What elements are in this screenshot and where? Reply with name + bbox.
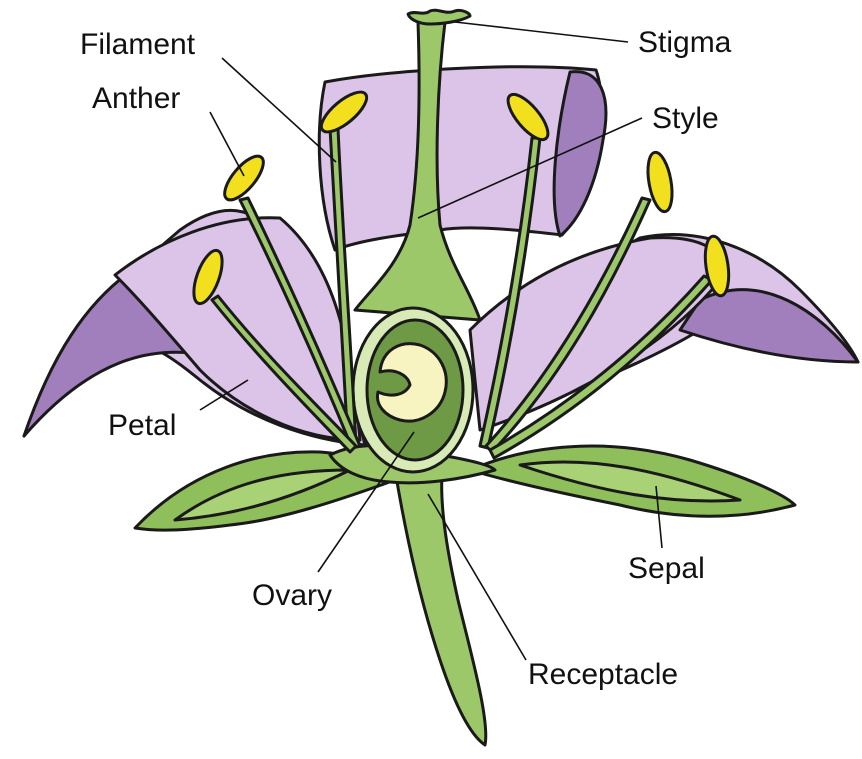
label-petal: Petal: [108, 409, 176, 442]
label-style: Style: [652, 102, 719, 135]
leader-stigma: [455, 22, 628, 42]
anther-2: [218, 150, 270, 206]
label-receptacle: Receptacle: [528, 658, 678, 691]
stem: [395, 470, 486, 745]
label-anther: Anther: [92, 82, 180, 115]
label-ovary: Ovary: [252, 579, 332, 612]
leader-anther: [210, 112, 244, 176]
label-sepal: Sepal: [628, 552, 705, 585]
label-stigma: Stigma: [638, 26, 732, 59]
leader-filament: [222, 58, 336, 162]
label-filament: Filament: [80, 28, 196, 61]
